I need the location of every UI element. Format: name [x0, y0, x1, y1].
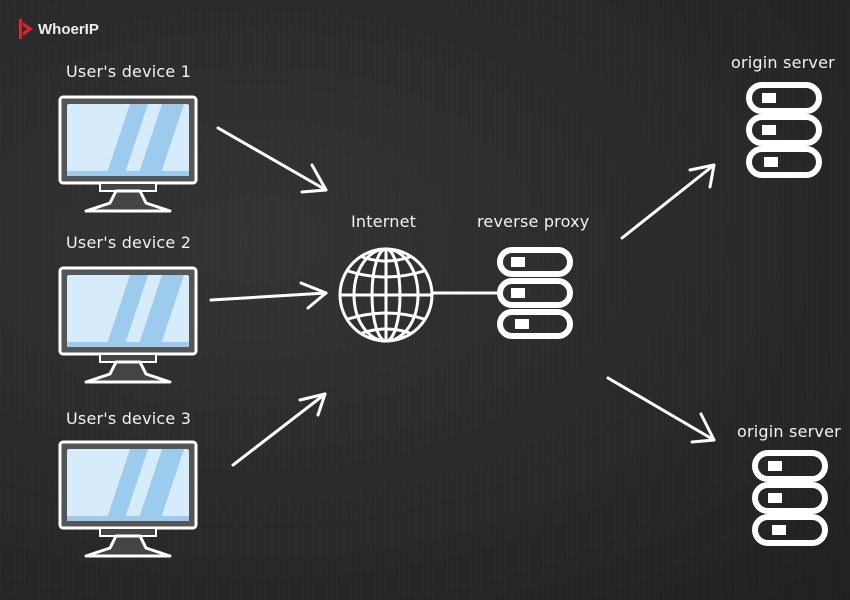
internet-label: Internet	[351, 212, 417, 231]
reverse-proxy-server-icon	[497, 247, 573, 339]
device-1-label: User's device 1	[66, 62, 192, 81]
globe-icon	[338, 247, 434, 343]
monitor-icon-device-3	[58, 440, 198, 558]
origin-server-1-icon	[746, 82, 822, 178]
whoerip-logo-icon	[19, 19, 33, 39]
device-2-label: User's device 2	[66, 233, 192, 252]
origin-server-2-icon	[752, 450, 828, 546]
reverse-proxy-label: reverse proxy	[477, 212, 590, 231]
device-3-label: User's device 3	[66, 409, 192, 428]
origin-server-1-label: origin server	[731, 53, 835, 72]
brand-logo: WhoerIP	[18, 18, 99, 40]
monitor-icon-device-2	[58, 266, 198, 384]
monitor-icon-device-1	[58, 95, 198, 213]
origin-server-2-label: origin server	[737, 422, 841, 441]
brand-name: WhoerIP	[38, 20, 99, 38]
